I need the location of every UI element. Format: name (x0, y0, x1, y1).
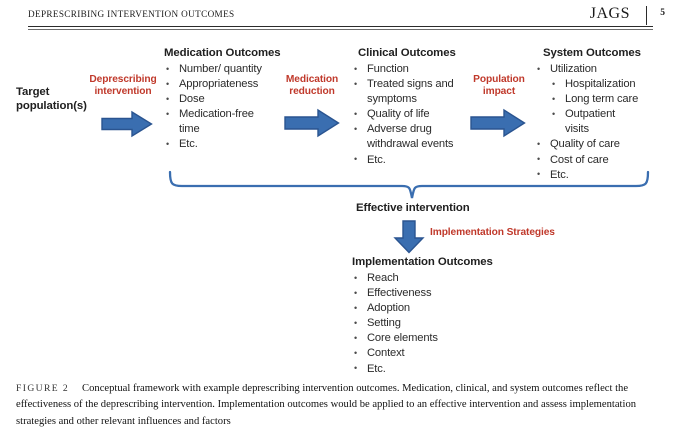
arrow-deprescribing-intervention (101, 110, 153, 138)
header-rule-bottom (28, 28, 653, 30)
title-system-outcomes: System Outcomes (543, 47, 641, 59)
list-item: Appropriateness (164, 77, 284, 92)
title-clinical-outcomes: Clinical Outcomes (358, 47, 456, 59)
list-item: Function (352, 61, 474, 77)
list-item: Etc. (535, 167, 670, 183)
label-population-impact: Population impact (473, 74, 525, 98)
running-head: DEPRESCRIBING INTERVENTION OUTCOMES JAGS… (0, 0, 680, 32)
node-target-population: Target population(s) (16, 86, 87, 113)
arrow-implementation (393, 220, 425, 254)
list-item: Context (352, 346, 492, 361)
list-item: Treated signs and (352, 77, 474, 92)
list-item: Cost of care (535, 152, 670, 168)
list-item: Hospitalization (535, 77, 670, 92)
list-item: Setting (352, 316, 492, 331)
list-implementation-outcomes: Reach Effectiveness Adoption Setting Cor… (352, 270, 492, 377)
list-item: Dose (164, 92, 284, 107)
brace-convergence (168, 170, 650, 199)
target-population-line2: population(s) (16, 99, 87, 112)
list-item: Etc. (164, 137, 284, 152)
list-item: Long term care (535, 92, 670, 107)
list-item: Adoption (352, 301, 492, 316)
list-item: Effectiveness (352, 286, 492, 301)
label-implementation-strategies: Implementation Strategies (430, 227, 555, 238)
list-item: time (179, 123, 200, 136)
list-clinical-outcomes: Function Treated signs and symptoms Qual… (352, 61, 474, 168)
list-item: Number/ quantity (164, 61, 284, 77)
arrow-medication-reduction (284, 108, 340, 138)
header-rule-top (28, 26, 653, 27)
conceptual-framework-diagram: Target population(s) Deprescribing inter… (0, 32, 680, 376)
figure-caption-text: Conceptual framework with example depres… (16, 383, 637, 427)
journal-name: JAGS (584, 5, 635, 23)
running-head-title: DEPRESCRIBING INTERVENTION OUTCOMES (28, 9, 235, 19)
label-deprescribing-intervention: Deprescribing intervention (89, 74, 157, 98)
journal-divider (646, 6, 647, 25)
list-item: Outpatient (535, 107, 670, 122)
page-number: 5 (658, 8, 667, 18)
list-item: Etc. (352, 152, 474, 168)
list-item: withdrawal events (367, 138, 454, 151)
title-implementation-outcomes: Implementation Outcomes (352, 256, 493, 268)
list-system-outcomes: Utilization Hospitalization Long term ca… (535, 61, 670, 183)
list-item: Quality of life (352, 107, 474, 122)
target-population-line1: Target (16, 86, 50, 98)
list-item: Quality of care (535, 137, 670, 152)
arrow-population-impact (470, 108, 526, 138)
list-item: Core elements (352, 331, 492, 346)
list-item: visits (565, 123, 589, 136)
list-item: Utilization (535, 61, 670, 77)
label-effective-intervention: Effective intervention (356, 202, 470, 214)
figure-caption-label: FIGURE 2 (16, 383, 70, 394)
list-item: Medication-free (164, 107, 284, 122)
list-item: Etc. (352, 361, 492, 377)
title-medication-outcomes: Medication Outcomes (164, 47, 281, 59)
label-medication-reduction: Medication reduction (285, 74, 339, 98)
list-item: Reach (352, 270, 492, 286)
list-item: Adverse drug (352, 122, 474, 137)
list-medication-outcomes: Number/ quantity Appropriateness Dose Me… (164, 61, 284, 153)
list-item: symptoms (367, 93, 417, 106)
